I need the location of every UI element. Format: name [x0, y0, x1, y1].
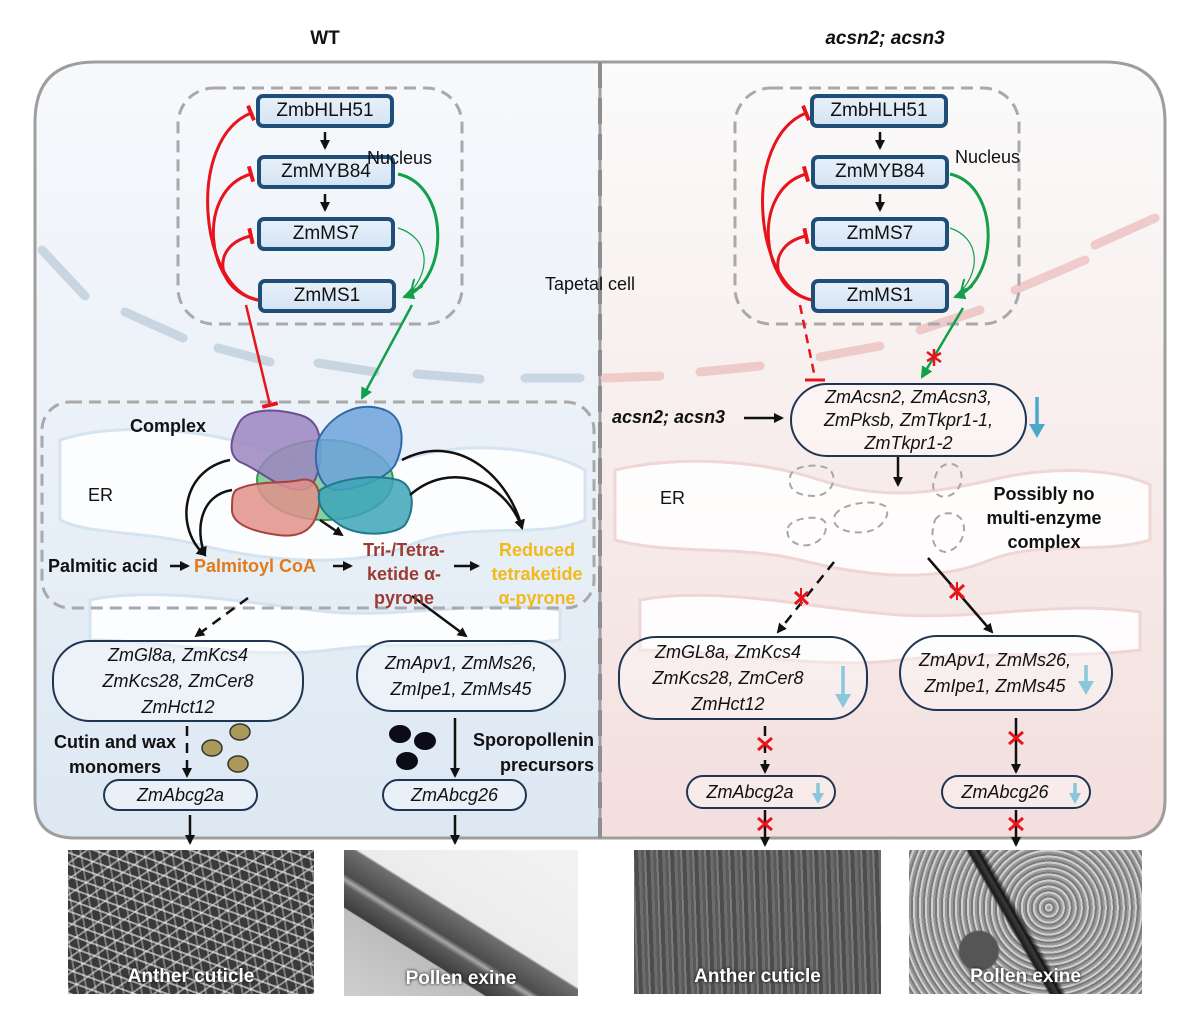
micrograph-label: Anther cuticle: [694, 966, 821, 987]
reduced-tetraketide-pyrone-label: Reduced tetraketide α-pyrone: [491, 540, 583, 608]
no-complex-label: Possibly no multi-enzyme complex: [986, 484, 1102, 552]
er-shapes-mutant: [613, 459, 1152, 665]
mutant-nucleus-boundary: [733, 86, 1021, 326]
mutant-activation-blocked-mark: [926, 349, 942, 366]
wt-transporter-zmabcg26: ZmAbcg26: [382, 779, 527, 811]
complex-subunit-teal: [317, 476, 413, 535]
mutation-input-label: acsn2; acsn3: [612, 407, 726, 427]
mutant-blocked-marks: [757, 582, 1024, 832]
wt-tf-zmms7: ZmMS7: [257, 217, 395, 251]
micrograph-label: Anther cuticle: [127, 966, 255, 987]
wt-multi-enzyme-complex: [230, 405, 413, 537]
blocked-mark-icon: [1008, 730, 1024, 746]
wt-cutin-genes: ZmGl8a, ZmKcs4 ZmKcs28, ZmCer8 ZmHct12: [52, 640, 304, 722]
cutin-wax-monomer-dots: [201, 723, 251, 773]
tri-tetraketide-pyrone-label: Tri-/Tetra- ketide α- pyrone: [363, 540, 445, 608]
tapetal-cell-label: Tapetal cell: [545, 274, 636, 294]
mutant-transporter-zmabcg26: ZmAbcg26: [941, 775, 1091, 809]
palmitoyl-coa-label: Palmitoyl CoA: [194, 556, 317, 576]
mutant-tf-zmbhlh51: ZmbHLH51: [810, 94, 948, 128]
complex-subunit-blue: [314, 405, 403, 492]
wt-anther-cuticle-micrograph: Anther cuticle: [68, 850, 314, 994]
nuclear-envelope-rods-wt: [37, 245, 585, 384]
down-arrow-icon: [1029, 397, 1045, 438]
wt-transporter-zmabcg2a: ZmAbcg2a: [103, 779, 258, 811]
cutin-wax-monomers-label: Cutin and wax monomers: [53, 732, 176, 777]
mutant-activation-loops: [920, 172, 990, 379]
mutant-anther-cuticle-micrograph: Anther cuticle: [634, 850, 881, 994]
mutant-inhibition-loops: [761, 104, 825, 382]
blocked-mark-icon: [757, 736, 773, 752]
micrograph-label: Pollen exine: [405, 968, 517, 989]
wt-tf-zmmyb84: ZmMYB84: [257, 155, 395, 189]
wt-complex-arrows: [170, 449, 525, 845]
complex-subunit-red: [230, 478, 321, 537]
wt-activation-loops: [360, 172, 440, 400]
wt-nucleus-label: Nucleus: [367, 148, 433, 168]
wt-panel-title: WT: [310, 28, 340, 49]
wt-sporopollenin-genes: ZmApv1, ZmMs26, ZmIpe1, ZmMs45: [356, 640, 566, 712]
wt-nucleus-boundary: [176, 86, 464, 326]
wt-er-label: ER: [88, 485, 114, 505]
blocked-mark-icon: [948, 582, 966, 600]
nuclear-envelope-rods-mutant: [600, 213, 1160, 383]
wt-inhibition-loops: [206, 104, 279, 409]
mutant-tf-zmmyb84: ZmMYB84: [811, 155, 949, 189]
mutant-enzyme-genes: ZmAcsn2, ZmAcsn3, ZmPksb, ZmTkpr1-1, ZmT…: [790, 383, 1027, 457]
complex-label: Complex: [130, 416, 207, 436]
wt-pollen-exine-micrograph: Pollen exine: [344, 850, 578, 996]
mutant-tf-zmms1: ZmMS1: [811, 279, 949, 313]
mutant-sporopollenin-genes: ZmApv1, ZmMs26, ZmIpe1, ZmMs45: [899, 635, 1113, 711]
blocked-mark-icon: [1008, 816, 1024, 832]
wt-complex-boundary: [40, 400, 596, 610]
sporopollenin-precursor-dots: [389, 725, 436, 770]
mutant-cutin-genes: ZmGL8a, ZmKcs4 ZmKcs28, ZmCer8 ZmHct12: [618, 636, 868, 720]
palmitic-acid-label: Palmitic acid: [48, 556, 159, 576]
mutant-transporter-zmabcg2a: ZmAbcg2a: [686, 775, 836, 809]
mutant-pollen-exine-micrograph: Pollen exine: [909, 850, 1142, 994]
blocked-mark-icon: [757, 816, 773, 832]
wt-tf-zmbhlh51: ZmbHLH51: [256, 94, 394, 128]
sporopollenin-precursors-label: Sporopollenin precursors: [473, 730, 594, 775]
mutant-absent-complex-outlines: [786, 462, 965, 554]
mutant-panel-title: acsn2; acsn3: [825, 28, 945, 49]
mutant-er-label: ER: [660, 488, 686, 508]
micrograph-label: Pollen exine: [970, 966, 1081, 987]
mutant-nucleus-label: Nucleus: [955, 147, 1021, 167]
wt-tf-zmms1: ZmMS1: [258, 279, 396, 313]
blocked-mark-icon: [793, 588, 810, 606]
mutant-tf-zmms7: ZmMS7: [811, 217, 949, 251]
